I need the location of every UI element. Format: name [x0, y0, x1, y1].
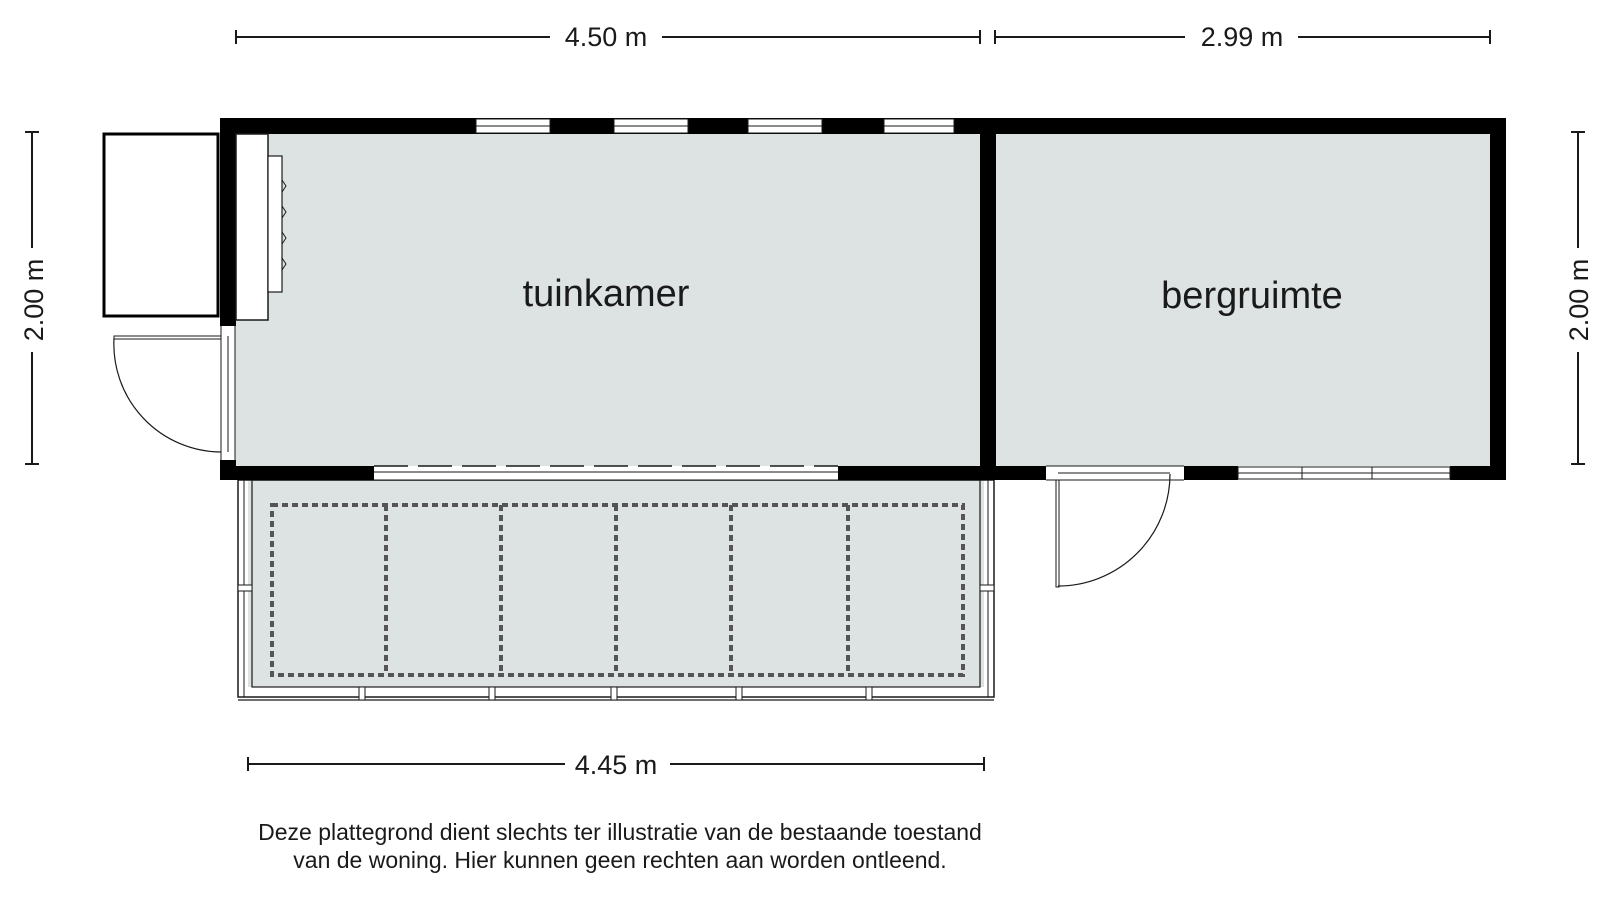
dimension-label-top-left: 4.50 m — [565, 22, 648, 52]
outside-storage-box — [102, 132, 220, 318]
top-windows — [475, 118, 955, 134]
bergruimte-floor — [994, 126, 1492, 466]
dimension-left: 2.00 m — [19, 131, 49, 465]
dimension-label-bottom: 4.45 m — [575, 750, 658, 780]
terrace — [237, 479, 995, 701]
room-label-bergruimte: bergruimte — [1161, 275, 1343, 317]
bergruimte-windows — [1237, 466, 1451, 480]
tuinkamer-floor — [234, 126, 980, 466]
sliding-door — [374, 465, 838, 481]
wall-appliance — [235, 133, 287, 321]
room-label-tuinkamer: tuinkamer — [523, 273, 690, 315]
dimension-label-top-right: 2.99 m — [1201, 22, 1284, 52]
dimension-label-right: 2.00 m — [1564, 259, 1594, 342]
disclaimer-line-1: Deze plattegrond dient slechts ter illus… — [258, 819, 982, 845]
tuinkamer-side-door — [113, 326, 236, 460]
dimension-label-left: 2.00 m — [19, 259, 49, 342]
disclaimer: Deze plattegrond dient slechts ter illus… — [160, 818, 1080, 874]
bergruimte-door — [1046, 465, 1184, 588]
dimension-bottom: 4.45 m — [247, 750, 985, 780]
dimension-right: 2.00 m — [1564, 131, 1594, 465]
disclaimer-line-2: van de woning. Hier kunnen geen rechten … — [293, 847, 947, 873]
dimension-top-right: 2.99 m — [994, 22, 1491, 52]
dimension-top-left: 4.50 m — [235, 22, 981, 52]
